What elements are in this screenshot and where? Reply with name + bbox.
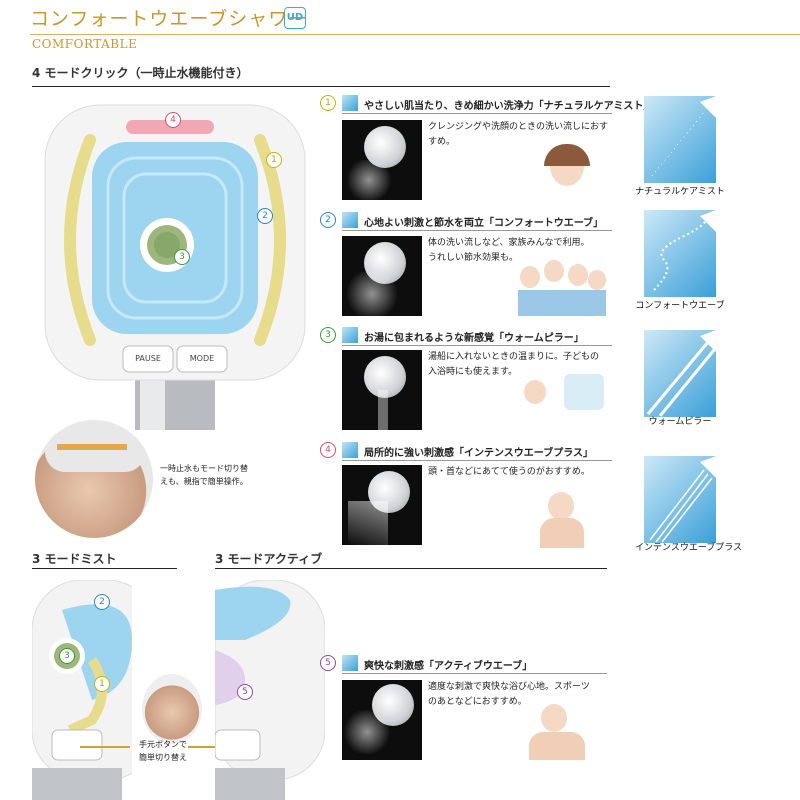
mode-list: 1 やさしい肌当たり、きめ細かい洗浄力「ナチュラルケアミスト」 クレンジングや洗… bbox=[318, 92, 653, 562]
mode-desc-3: 湯船に入れないときの温まりに。子どもの 入浴時にも使えます。 bbox=[428, 350, 599, 380]
hand-button-photo bbox=[142, 674, 202, 744]
mode-photo-2 bbox=[342, 236, 422, 316]
tile-label-1: ナチュラルケアミスト bbox=[635, 187, 725, 197]
mode-photo-5 bbox=[342, 680, 422, 760]
family-illustration bbox=[514, 256, 610, 316]
thumb-operation-photo bbox=[35, 420, 153, 538]
hand-note-line1: 手元ボタンで bbox=[139, 740, 187, 749]
mode-desc-3-line1: 湯船に入れないときの温まりに。子どもの bbox=[428, 352, 600, 362]
section-title-four-mode: 4 モードクリック（一時止水機能付き） bbox=[32, 66, 249, 80]
page-title: コンフォートウエーブシャワー bbox=[30, 8, 309, 30]
callout-4: 4 bbox=[165, 112, 181, 128]
mode-desc-5: 適度な刺激で爽快な浴び心地。スポーツ のあとなどにおすすめ。 bbox=[428, 680, 590, 710]
header-divider bbox=[30, 34, 800, 35]
mode-photo-1 bbox=[342, 120, 422, 200]
mode-desc-2-line2: うれしい節水効果も。 bbox=[428, 253, 519, 263]
callout-2: 2 bbox=[257, 208, 273, 224]
mode-number-5: 5 bbox=[320, 655, 336, 671]
mode-photo-3 bbox=[342, 350, 422, 430]
mode-divider bbox=[342, 230, 612, 231]
mist-callout-3: 3 bbox=[59, 648, 75, 664]
warm-pillar-tile bbox=[644, 330, 716, 417]
face-wash-illustration bbox=[514, 144, 610, 200]
section-title-three-mist: 3 モードミスト bbox=[32, 552, 117, 566]
section-divider bbox=[215, 568, 607, 569]
callout-1: 1 bbox=[266, 152, 282, 168]
tile-label-3: ウォームピラー bbox=[648, 417, 712, 427]
mode-desc-1: クレンジングや洗顔のときの洗い流しにおす すめ。 bbox=[428, 120, 608, 150]
three-mode-mist-shower: 2 3 1 bbox=[32, 580, 132, 800]
intense-wave-plus-icon bbox=[342, 442, 358, 458]
connector-line-right bbox=[188, 746, 218, 748]
mode-heading-1: やさしい肌当たり、きめ細かい洗浄力「ナチュラルケアミスト」 bbox=[364, 101, 654, 112]
natural-care-mist-tile bbox=[644, 96, 716, 183]
hand-note-line2: 簡単切り替え bbox=[139, 753, 187, 762]
page-subtitle: COMFORTABLE bbox=[32, 37, 138, 51]
active-callout-5: 5 bbox=[237, 684, 253, 700]
mist-callout-1: 1 bbox=[94, 676, 110, 692]
mode-heading-4: 局所的に強い刺激感「インテンスウエーブプラス」 bbox=[364, 448, 593, 459]
intense-wave-plus-tile bbox=[644, 456, 716, 543]
section-divider bbox=[32, 86, 610, 87]
mode-photo-4 bbox=[342, 465, 422, 545]
section-divider bbox=[32, 568, 177, 569]
mode-desc-4: 頭・首などにあてて使うのがおすすめ。 bbox=[428, 465, 590, 480]
warm-pillar-icon bbox=[342, 327, 358, 343]
mode-heading-2: 心地よい刺激と節水を両立「コンフォートウエーブ」 bbox=[364, 218, 604, 229]
natural-care-mist-icon bbox=[342, 95, 358, 111]
mode-button-label: MODE bbox=[189, 354, 215, 363]
mode-divider bbox=[342, 673, 607, 674]
mode-desc-2-line1: 体の洗い流しなど、家族みんなで利用。 bbox=[428, 238, 590, 248]
tile-label-4: インテンスウエーブプラス bbox=[635, 543, 743, 553]
callout-3: 3 bbox=[174, 249, 190, 265]
mist-callout-2: 2 bbox=[94, 594, 110, 610]
active-wave-icon bbox=[342, 655, 358, 671]
thumb-note-line1: 一時止水もモード切り替 bbox=[160, 464, 248, 473]
mode-desc-3-line2: 入浴時にも使えます。 bbox=[428, 367, 518, 377]
mode-desc-5-line2: のあとなどにおすすめ。 bbox=[428, 697, 527, 707]
mode-divider bbox=[342, 113, 612, 114]
hand-note: 手元ボタンで 簡単切り替え bbox=[138, 738, 188, 764]
mode-divider bbox=[342, 345, 612, 346]
three-mode-active-shower: 5 bbox=[215, 580, 325, 800]
tile-label-2: コンフォートウエーブ bbox=[635, 301, 725, 311]
connector-line-left bbox=[80, 746, 130, 748]
ud-badge: UD bbox=[284, 7, 306, 29]
comfort-wave-icon bbox=[342, 212, 358, 228]
mode-desc-4-line1: 頭・首などにあてて使うのがおすすめ。 bbox=[428, 467, 590, 477]
comfort-wave-tile bbox=[644, 210, 716, 297]
thumb-note: 一時止水もモード切り替 えも、親指で簡単操作。 bbox=[160, 462, 248, 488]
mode-heading-5: 爽快な刺激感「アクティブウエーブ」 bbox=[364, 661, 533, 672]
mode-heading-3: お湯に包まれるような新感覚「ウォームピラー」 bbox=[364, 333, 584, 344]
head-shower-illustration bbox=[514, 482, 610, 548]
mode-number-2: 2 bbox=[320, 212, 336, 228]
child-bath-illustration bbox=[514, 374, 610, 430]
thumb-note-line2: えも、親指で簡単操作。 bbox=[160, 477, 248, 486]
pause-button-label: PAUSE bbox=[135, 354, 161, 363]
mode-number-3: 3 bbox=[320, 327, 336, 343]
mode-divider bbox=[342, 460, 612, 461]
mode-number-1: 1 bbox=[320, 95, 336, 111]
mode-desc-5-line1: 適度な刺激で爽快な浴び心地。スポーツ bbox=[428, 682, 590, 692]
mode-number-4: 4 bbox=[320, 442, 336, 458]
mode-desc-1-line2: すめ。 bbox=[428, 137, 456, 147]
mode-desc-2: 体の洗い流しなど、家族みんなで利用。 うれしい節水効果も。 bbox=[428, 236, 590, 266]
section-title-three-active: 3 モードアクティブ bbox=[215, 552, 323, 566]
mode-desc-1-line1: クレンジングや洗顔のときの洗い流しにおす bbox=[428, 122, 609, 132]
shower-head-illustration: PAUSE MODE 4 1 2 3 bbox=[40, 100, 310, 430]
sports-shower-illustration bbox=[515, 700, 607, 760]
